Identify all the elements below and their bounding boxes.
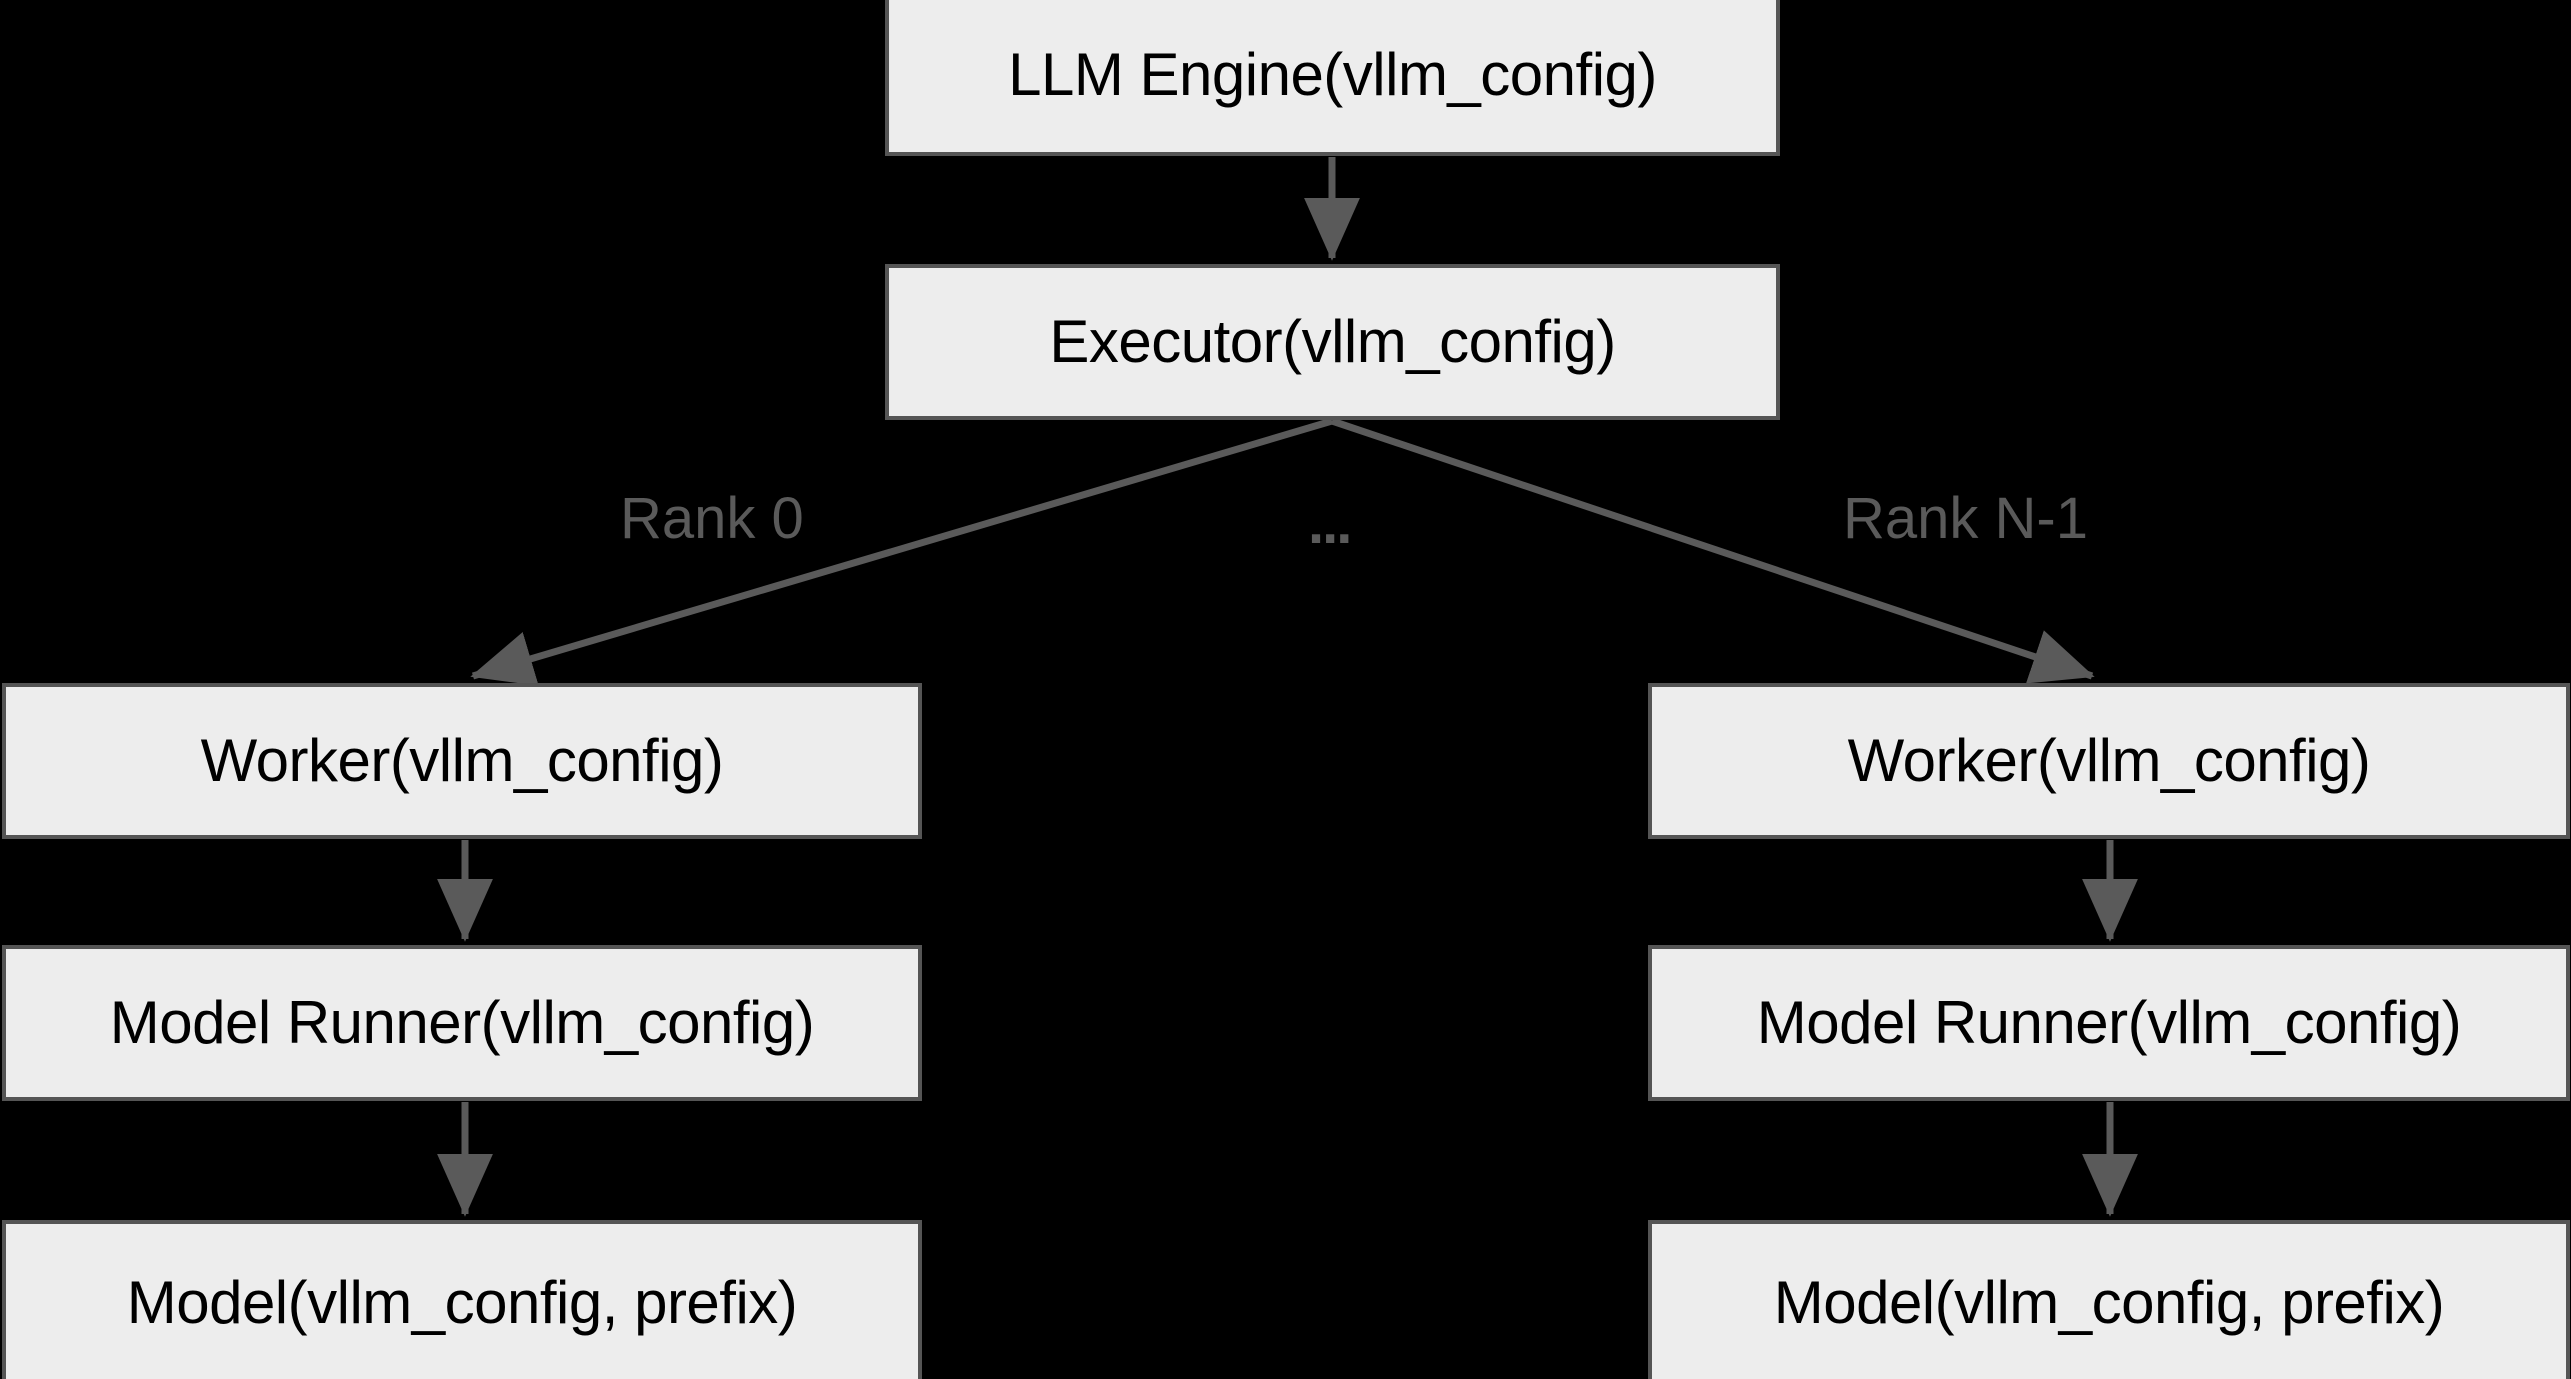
node-executor-label: Executor(vllm_config) [1049, 308, 1616, 375]
node-model-rank-n[interactable]: Model(vllm_config, prefix) [1648, 1220, 2570, 1379]
node-model-runner-rank-0-label: Model Runner(vllm_config) [109, 989, 815, 1056]
edge-executor-to-worker-0 [470, 417, 1333, 686]
node-worker-rank-0-label: Worker(vllm_config) [200, 727, 724, 794]
edge-label-rank-0: Rank 0 [620, 486, 804, 551]
node-worker-rank-0[interactable]: Worker(vllm_config) [2, 683, 922, 839]
node-llm-engine[interactable]: LLM Engine(vllm_config) [885, 0, 1780, 156]
node-worker-rank-n[interactable]: Worker(vllm_config) [1648, 683, 2570, 839]
node-llm-engine-label: LLM Engine(vllm_config) [1008, 41, 1657, 108]
node-executor[interactable]: Executor(vllm_config) [885, 264, 1780, 420]
node-model-rank-0[interactable]: Model(vllm_config, prefix) [2, 1220, 922, 1379]
node-model-rank-n-label: Model(vllm_config, prefix) [1773, 1268, 2445, 1336]
node-model-runner-rank-n[interactable]: Model Runner(vllm_config) [1648, 945, 2570, 1101]
node-model-runner-rank-0[interactable]: Model Runner(vllm_config) [2, 945, 922, 1101]
edge-label-ellipsis: ... [1308, 491, 1352, 556]
node-worker-rank-n-label: Worker(vllm_config) [1847, 727, 2371, 794]
node-model-runner-rank-n-label: Model Runner(vllm_config) [1756, 989, 2462, 1056]
edge-label-rank-n: Rank N-1 [1843, 486, 2088, 551]
node-model-rank-0-label: Model(vllm_config, prefix) [126, 1268, 798, 1336]
